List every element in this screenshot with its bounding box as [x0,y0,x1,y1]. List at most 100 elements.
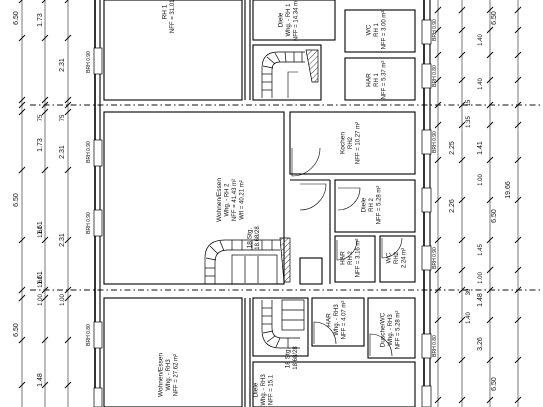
left-dimension-label: 2.31 [59,145,66,159]
room-label-wc2: WC [386,252,393,263]
dimension-tick [458,26,466,34]
dimension-tick [486,51,494,59]
room-label-wc2: RH2 [394,251,400,264]
left-dimension-chain [18,0,72,407]
dimension-tick [434,51,442,59]
room-label-har3: NFF = 4.07 m² [342,301,348,340]
dimension-tick [514,396,522,404]
room-label-har1: HAR [366,73,373,87]
right-dimension-label: 1.41 [477,141,484,155]
dimension-tick [514,266,522,274]
right-small-label: 1.40 [478,78,484,90]
dimension-tick [486,236,494,244]
room-label-stair2: 18.68/28 [255,226,261,250]
right-small-label: 15 [466,99,472,106]
dimension-tick [434,266,442,274]
sill-height-label: BRH 0.90 [432,19,438,41]
left-dimension-label: 1.61 [37,271,44,285]
dimension-tick [41,236,49,244]
dimension-tick [434,356,442,364]
dimension-tick [434,26,442,34]
room-label-diele1: Whg. - RH 1 [286,3,292,37]
dimension-tick [486,26,494,34]
windows [93,19,432,407]
room-label-wc1: WC [366,24,373,35]
dimension-tick [18,108,26,116]
room-label-stair3: 18.68/28 [293,346,299,370]
room-label-wohnen3: Wohnen/Essen [158,353,165,397]
dimension-tick [18,166,26,174]
dimension-tick [18,381,26,389]
sill-height-label: BRH 0.80 [432,335,438,357]
dimension-tick [514,121,522,129]
left-small-label: 1.61 [38,276,44,288]
room-label-wc2: 2.24 m² [402,248,408,268]
left-small-label: 1.61 [38,226,44,238]
party-wall-lines [30,104,543,291]
left-small-label: 1.00 [60,294,66,306]
dimension-tick [486,121,494,129]
dimension-tick [458,266,466,274]
left-dimension-label: 6.50 [13,323,20,337]
dimension-tick [486,196,494,204]
left-small-label: 1.00 [38,294,44,306]
dimension-tick [18,286,26,294]
dimension-tick [486,156,494,164]
sill-height-label: BRH 0.90 [86,212,92,234]
dimension-tick [458,196,466,204]
right-small-label: 1.40 [478,34,484,46]
dimension-tick [514,76,522,84]
room-label-wc1: NFF = 3.00 m² [382,11,388,50]
right-small-label: 30 [466,288,472,295]
dimension-tick [458,236,466,244]
dimension-tick [514,356,522,364]
room-label-kochen2: NFF = 10.27 m² [356,122,362,164]
dimension-tick [64,0,69,4]
left-dimension-label: 1.73 [37,13,44,27]
dimension-tick [64,108,72,116]
dimension-tick [18,96,26,104]
right-dimension-label: 6.50 [491,11,498,25]
left-dimension-label: 1.73 [37,138,44,152]
left-dimension-label: 6.50 [13,193,20,207]
unit-3-walls [103,297,416,407]
room-label-kochen2: Kochen [340,132,347,154]
dimension-tick [458,356,466,364]
dimension-tick [18,336,26,344]
left-dimension-label: 1.48 [37,373,44,387]
dimension-tick [458,76,466,84]
dimension-tick [458,396,466,404]
room-label-diele2: Diele [361,197,368,212]
room-label-wohnen1: RH 1 [161,4,168,19]
left-dimension-label: 6.50 [13,11,20,25]
dimension-tick [434,196,442,204]
dimension-tick [486,266,494,274]
dimension-tick [434,156,442,164]
dimension-tick [514,26,522,34]
dimension-tick [514,51,522,59]
room-label-dusch3: Dusche/WC [380,312,387,347]
dimension-tick [514,236,522,244]
dimension-tick [434,316,442,324]
dimension-tick [486,76,494,84]
dimension-tick [64,101,72,109]
dimension-tick [486,356,494,364]
sill-height-label: BRH 0.80 [432,65,438,87]
right-dimension-label: 1.48 [477,293,484,307]
dimension-tick [41,294,49,302]
room-label-har2: NFF = 3.16 m² [356,239,362,278]
left-dimension-label: 2.31 [59,233,66,247]
dimension-tick [486,316,494,324]
room-label-har3: HAR [326,313,333,327]
dimension-tick [18,294,26,302]
dimension-tick [486,6,494,14]
room-label-wohnen2: WfI = 40.21 m² [239,180,245,220]
dimension-tick [486,396,494,404]
right-small-label: 1.00 [478,272,484,284]
room-label-diele3: Whg. - RH3 [261,374,267,406]
room-label-har2: RH 2 [348,251,354,265]
